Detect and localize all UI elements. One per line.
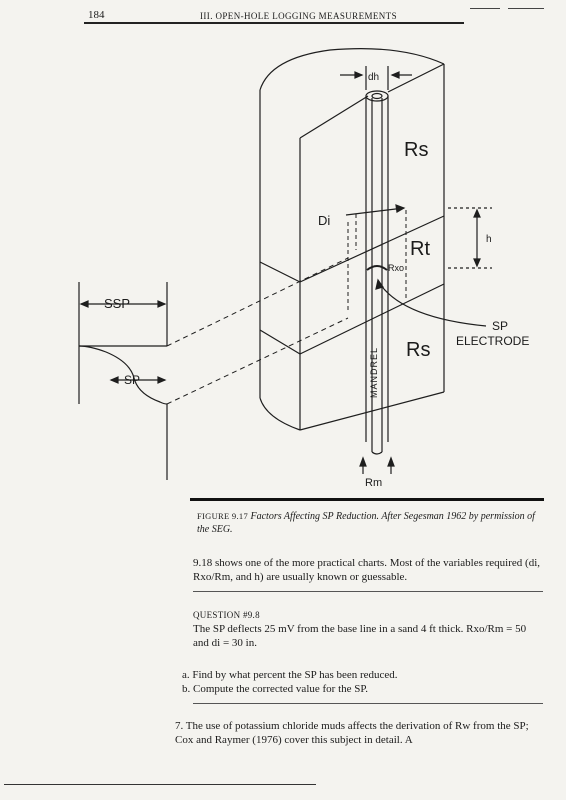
electrode-label: ELECTRODE: [456, 334, 529, 348]
rs-top-label: Rs: [404, 139, 428, 161]
corner-mark: [470, 8, 500, 9]
question-text: The SP deflects 25 mV from the base line…: [193, 623, 527, 649]
rs-bottom-label: Rs: [406, 339, 430, 361]
question-item-b: b. Compute the corrected value for the S…: [182, 683, 369, 695]
borehole-top: [365, 90, 389, 102]
rt-label: Rt: [410, 238, 430, 260]
dh-label: dh: [368, 72, 379, 83]
figure-sp-reduction: dh Rs Di Rt h Rxo SSP SP SP ELECTRODE Rs…: [78, 48, 529, 489]
ssp-label: SSP: [104, 296, 130, 311]
cut-top-left: [299, 95, 369, 139]
running-title: III. OPEN-HOLE LOGGING MEASUREMENTS: [200, 11, 397, 21]
question-item-a: a. Find by what percent the SP has been …: [182, 669, 398, 681]
paragraph-chart-ref: 9.18 shows one of the more practical cha…: [193, 557, 541, 583]
electrode-ring: [366, 265, 388, 271]
borehole-inner: [371, 92, 383, 100]
corner-mark: [508, 8, 544, 9]
sp-electrode-label: SP: [492, 319, 508, 333]
bed-line: [259, 261, 301, 283]
di-label: Di: [318, 213, 330, 228]
footer-rule: [4, 784, 316, 785]
divider: [193, 703, 543, 704]
caption-rule: [190, 498, 544, 501]
bed-line: [259, 329, 301, 355]
header-rule: [84, 22, 464, 24]
h-label: h: [486, 234, 492, 245]
cut-top-right: [387, 63, 445, 93]
sp-curve-label: SP: [124, 373, 140, 387]
rxo-label: Rxo: [388, 263, 404, 273]
paragraph-7: 7. The use of potassium chloride muds af…: [175, 720, 529, 746]
caption-text: Factors Affecting SP Reduction. After Se…: [197, 511, 535, 535]
sp-curve: [78, 345, 168, 405]
figure-caption: FIGURE 9.17 Factors Affecting SP Reducti…: [197, 510, 542, 536]
caption-label: FIGURE 9.17: [197, 511, 248, 521]
page-number: 184: [88, 9, 105, 21]
mandrel-label: MANDREL: [369, 347, 379, 398]
question-heading: QUESTION #9.8: [193, 610, 260, 620]
divider: [193, 591, 543, 592]
cylinder-bottom-arc: [259, 397, 301, 431]
cylinder-top-arc: [259, 48, 445, 91]
rm-label: Rm: [365, 477, 382, 489]
